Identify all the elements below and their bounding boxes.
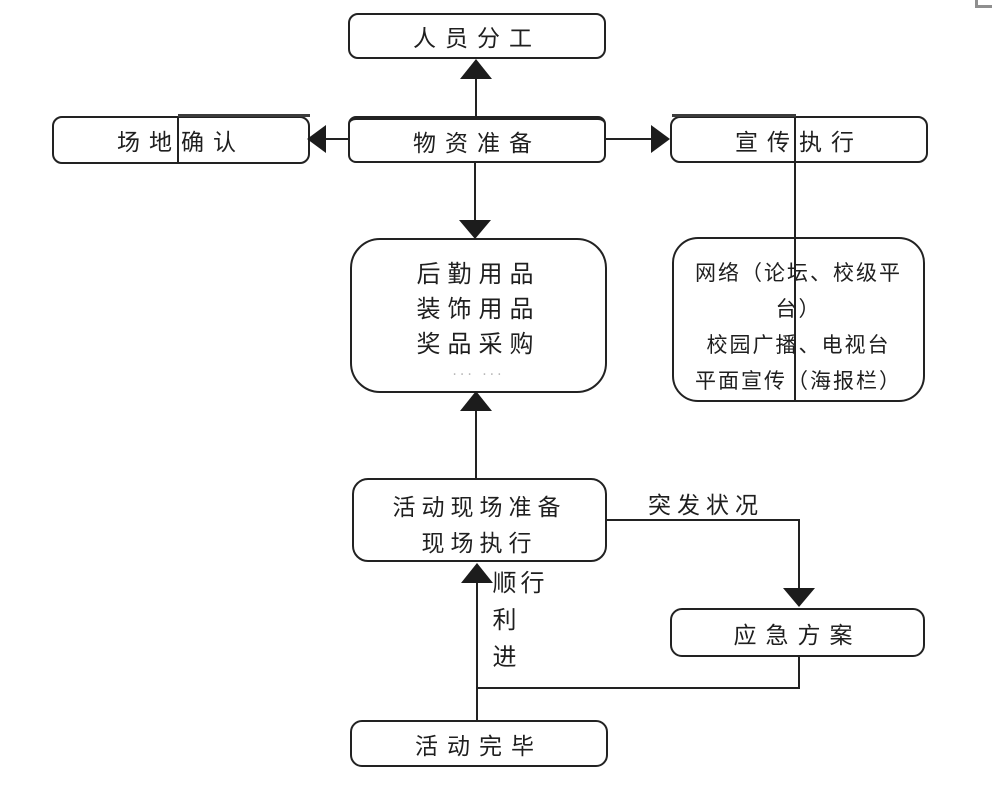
connector-materials-procurement: [474, 163, 476, 221]
node-publicity-execution-label: 宣传执行: [735, 129, 863, 156]
channel-broadcast-tv: 校园广播、电视台: [706, 333, 891, 357]
node-personnel-division-label: 人员分工: [413, 26, 541, 52]
node-publicity-execution: 宣传执行: [670, 116, 928, 163]
arrowhead-down-procurement: [459, 220, 491, 239]
connector-publicity-channels: [794, 118, 796, 401]
edge-label-smooth-progress: 顺利进行: [488, 570, 544, 681]
arrowhead-down-emergency: [783, 588, 815, 607]
arrowhead-up-procurement: [460, 391, 492, 411]
procurement-line-logistics: 后勤用品: [416, 260, 541, 288]
connector-materials-publicity: [606, 138, 653, 140]
procurement-line-decoration: 装饰用品: [416, 295, 541, 323]
partial-offscreen-box: [975, 0, 992, 8]
node-activity-complete-label: 活动完毕: [415, 733, 543, 760]
procurement-line-prizes: 奖品采购: [416, 330, 541, 358]
node-procurement-list: 后勤用品 装饰用品 奖品采购 ··· ···: [350, 238, 607, 393]
node-emergency-plan-label: 应急方案: [733, 622, 862, 649]
arrowhead-up-onsite: [461, 563, 493, 583]
edge-label-emergency-trigger: 突发状况: [648, 493, 764, 519]
divider-venue-box: [177, 117, 179, 163]
channel-network: 网络（论坛、校级平台）: [695, 261, 902, 321]
connector-onsite-procurement: [475, 410, 477, 478]
node-materials-preparation: 物资准备: [348, 116, 606, 163]
node-materials-preparation-label: 物资准备: [413, 130, 541, 157]
procurement-ellipsis: ··· ···: [452, 367, 505, 383]
node-emergency-plan: 应急方案: [670, 608, 925, 657]
connector-materials-personnel: [475, 78, 477, 117]
connector-emergency-return-v: [798, 657, 800, 689]
node-activity-complete: 活动完毕: [350, 720, 608, 767]
connector-materials-venue: [324, 138, 348, 140]
channel-print: 平面宣传（海报栏）: [695, 369, 902, 393]
node-personnel-division: 人员分工: [348, 13, 606, 59]
connector-complete-onsite: [476, 583, 478, 720]
stroke-artifact-venue-top: [178, 114, 310, 117]
node-venue-confirmation-label: 场地确认: [117, 130, 245, 156]
node-venue-confirmation: 场地确认: [52, 116, 310, 164]
node-onsite-execution: 活动现场准备 现场执行: [352, 478, 607, 562]
connector-onsite-emergency-h: [607, 519, 800, 521]
arrowhead-left-venue: [307, 125, 326, 153]
arrowhead-right-publicity: [651, 125, 670, 153]
node-publicity-channels: 网络（论坛、校级平台） 校园广播、电视台 平面宣传（海报栏）: [672, 237, 925, 402]
onsite-line-preparation: 活动现场准备: [392, 495, 567, 521]
arrowhead-up-personnel: [460, 59, 492, 79]
connector-onsite-emergency-v: [798, 519, 800, 589]
stroke-artifact-publicity-top: [672, 114, 796, 117]
onsite-line-execution: 现场执行: [421, 531, 538, 557]
connector-emergency-return-h: [477, 687, 800, 689]
